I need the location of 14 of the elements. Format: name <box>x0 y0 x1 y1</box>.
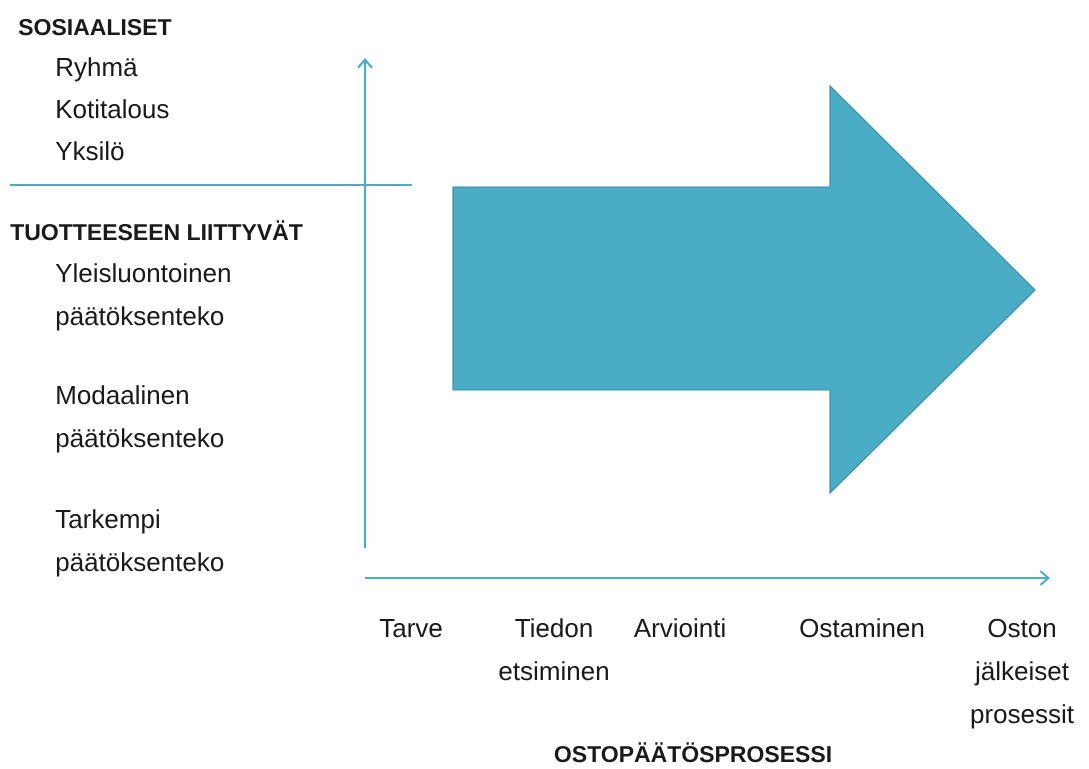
list-item: Ryhmä <box>57 57 138 82</box>
axis-title: OSTOPÄÄTÖSPROSESSI <box>554 742 831 763</box>
list-item: Tarkempi päätöksenteko <box>55 509 224 577</box>
stage-label: Oston jälkeiset prosessit <box>971 618 1074 729</box>
stage-label: Ostaminen <box>800 618 924 638</box>
list-item: Kotitalous <box>57 99 169 119</box>
stage-label: Arviointi <box>633 618 725 638</box>
stage-label: Tarve <box>379 619 442 638</box>
list-item: Yleisluontoinen päätöksenteko <box>55 263 230 331</box>
list-item: Yksilö <box>55 141 124 161</box>
list-item: Modaalinen päätöksenteko <box>56 385 224 453</box>
category-heading: SOSIAALISET <box>18 18 172 36</box>
category-heading: TUOTTEESEEN LIITTYVÄT <box>10 220 303 241</box>
stage-label: Tiedon etsiminen <box>499 618 608 681</box>
